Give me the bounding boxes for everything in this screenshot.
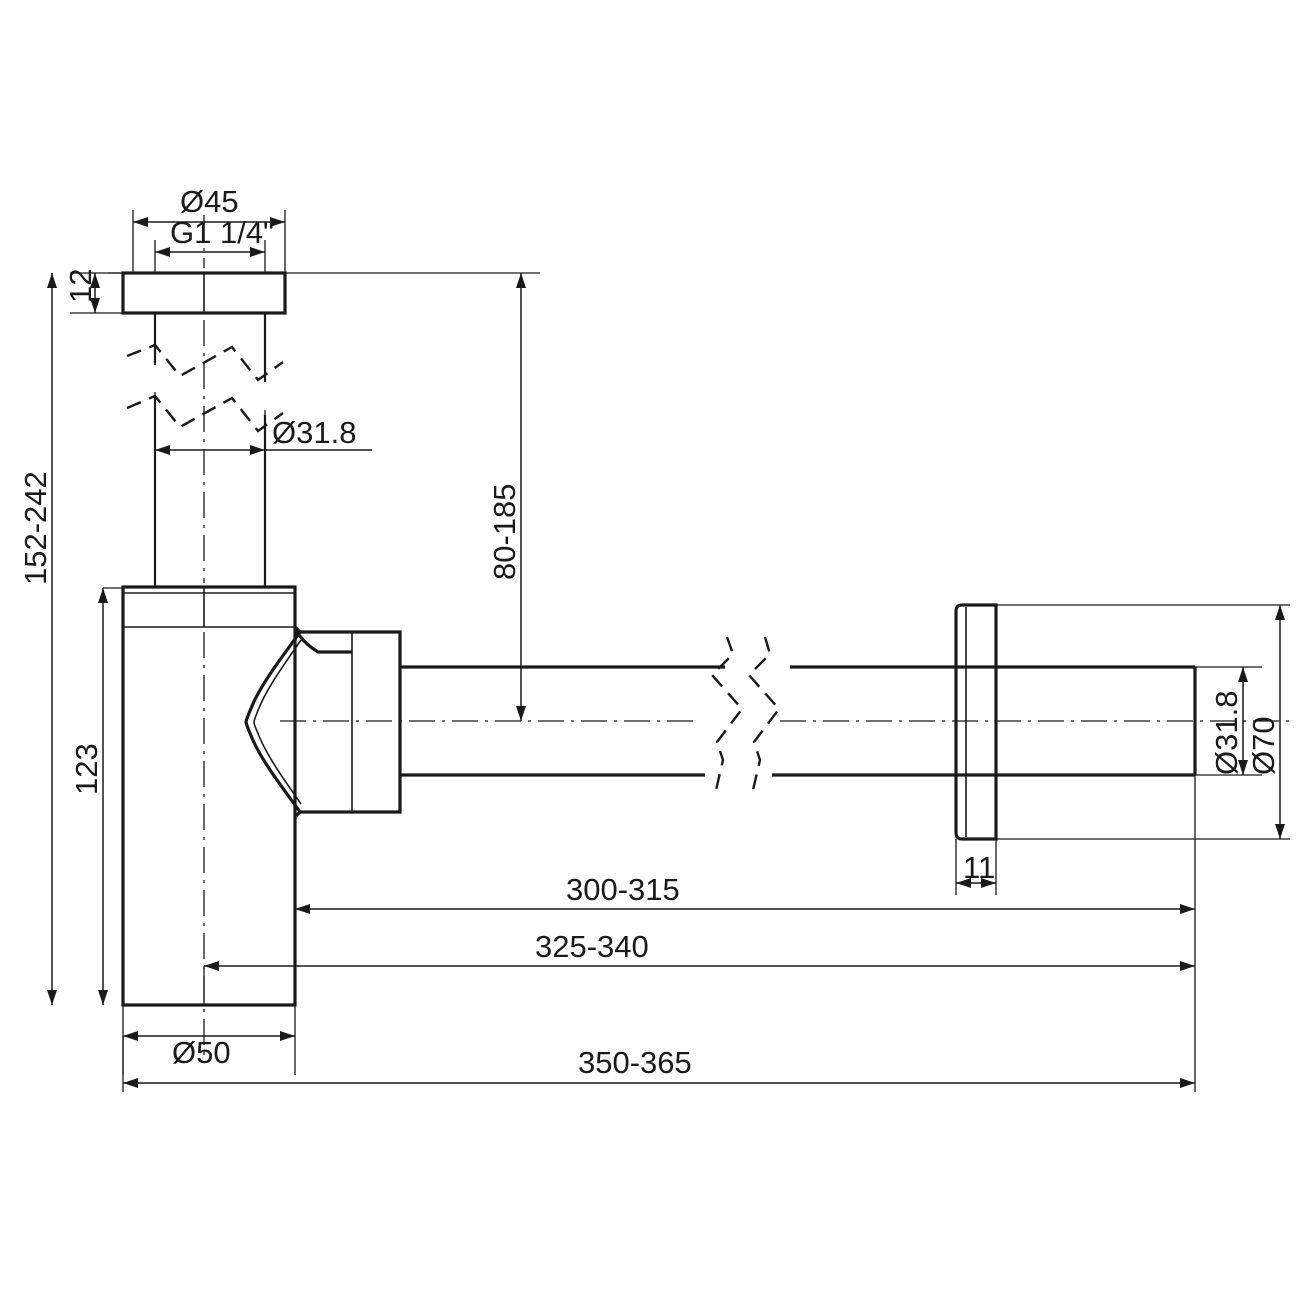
label-overall-height: 152-242 [18,471,53,585]
dimension-dia70: Ø70 [996,604,1290,840]
label-length-300-315: 300-315 [566,872,680,907]
dimension-length-325-340: 325-340 [203,910,1196,1005]
dimension-outlet-centre-height: 80-185 [487,273,526,721]
label-collar-height: 12 [63,269,98,303]
centre-lines [108,215,1290,1060]
dimension-dia318-top: Ø31.8 [154,392,372,462]
dimension-overall-height: 152-242 [18,273,57,1005]
inlet-tube-lower [153,397,267,587]
dimension-length-300-315: 300-315 [294,775,1196,914]
label-outlet-centre-height: 80-185 [487,483,522,580]
dimension-body-height: 123 [69,587,123,1005]
dimension-flange-thickness: 11 [955,839,997,895]
label-dia318-right: Ø31.8 [1209,691,1244,775]
label-length-325-340: 325-340 [535,929,649,964]
label-dia318-top: Ø31.8 [272,415,356,450]
dimension-dia50: Ø50 [122,1005,296,1075]
wall-flange [954,603,998,841]
dimension-collar-height: 12 [63,269,123,314]
label-thread: G1 1/4" [170,215,274,250]
dimension-dia318-right: Ø31.8 [1195,666,1262,776]
dimension-thread: G1 1/4" [154,215,274,272]
dimension-length-350-365: 350-365 [122,968,1196,1092]
dimension-dia45: Ø45 [132,184,286,272]
label-length-350-365: 350-365 [578,1045,692,1080]
label-dia50: Ø50 [172,1035,231,1070]
label-dia45: Ø45 [180,184,239,219]
inlet-tube-upper [153,313,267,382]
label-dia70: Ø70 [1246,716,1281,775]
inlet-collar [121,271,287,315]
trap-body [121,585,297,1007]
label-body-height: 123 [69,743,104,795]
inlet-break-lines [126,343,284,433]
label-flange-thickness: 11 [963,850,995,885]
outlet-pipe-break-lines [710,636,781,791]
outlet-elbow-body [244,625,402,819]
outlet-pipe [400,665,1197,777]
